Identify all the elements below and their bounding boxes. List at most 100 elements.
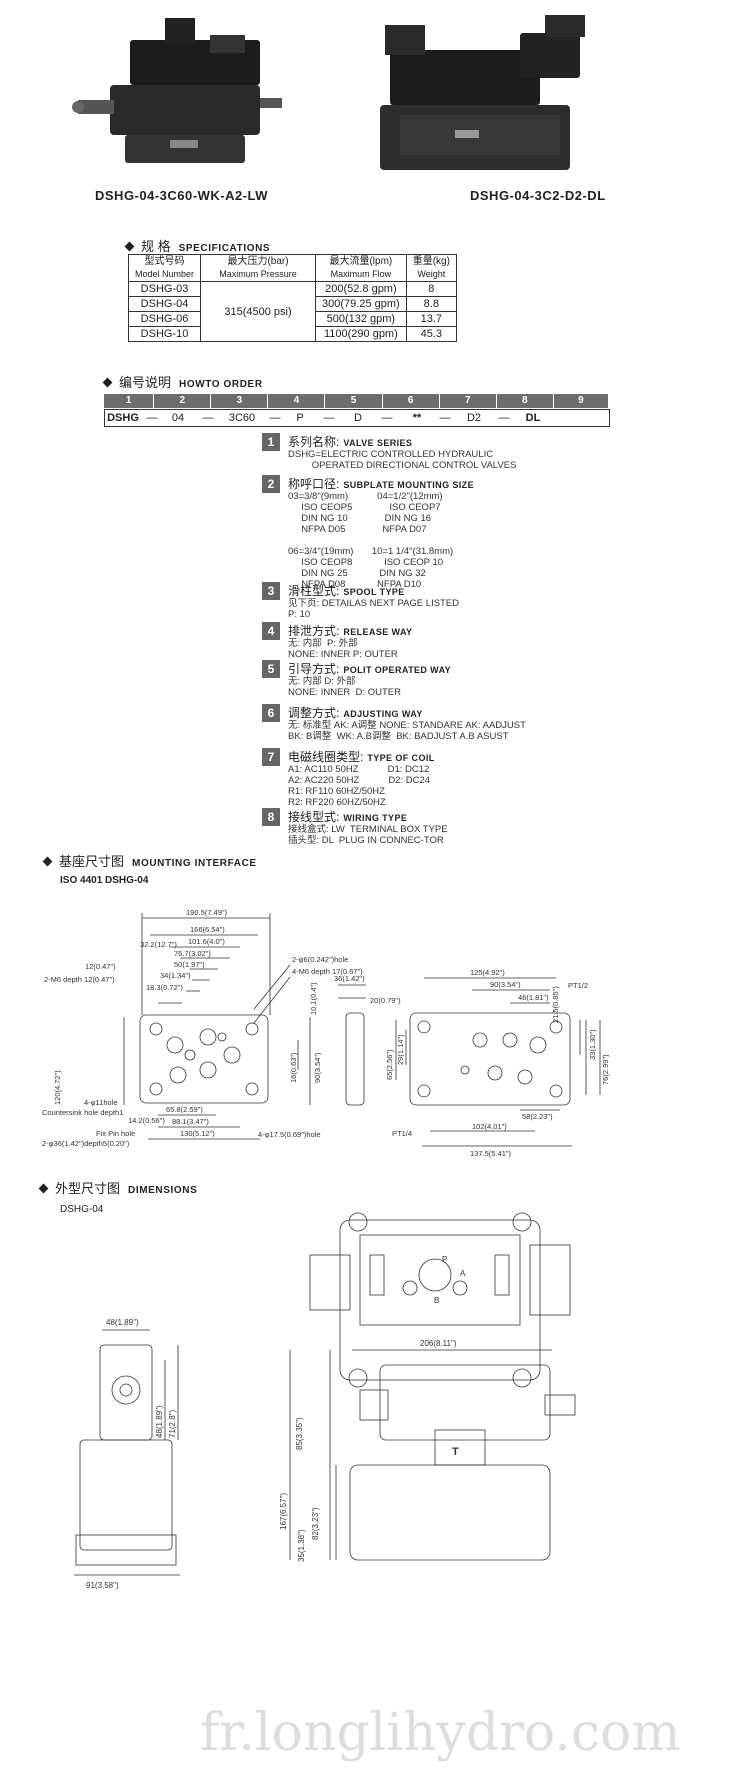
cell-weight: 8	[405, 281, 457, 297]
order-dash: —	[146, 412, 158, 424]
item-title: 引导方式:POLIT OPERATED WAY	[288, 660, 451, 677]
order-dash: —	[323, 412, 335, 424]
port-label: A	[460, 1269, 466, 1278]
order-num: 1	[104, 394, 155, 408]
item-number-badge: 5	[262, 660, 280, 678]
order-num: 9	[578, 395, 584, 406]
cell-model: DSHG-06	[127, 311, 202, 327]
dim-label: 4-M6 depth 17(0.67")	[292, 967, 363, 976]
dim-label: 76.7(3.02")	[174, 949, 211, 958]
mounting-heading-en: MOUNTING INTERFACE	[132, 858, 257, 869]
item-title: 滑柱型式:SPOOL TYPE	[288, 582, 405, 599]
cell-flow: 500(132 gpm)	[315, 311, 407, 327]
item-title-cn: 排泄方式:	[288, 624, 340, 638]
dim-label: 36(1.42")	[334, 974, 365, 983]
item-number-badge: 7	[262, 748, 280, 766]
diamond-bullet-icon	[38, 1183, 49, 1194]
mounting-subtitle: ISO 4401 DSHG-04	[60, 875, 149, 886]
order-num: 7	[440, 394, 497, 408]
order-number-bar: 1 2 3 4 5 6 7 8 9	[104, 394, 608, 408]
dim-label: 16(0.63")	[289, 1052, 298, 1083]
diamond-bullet-icon	[102, 377, 113, 388]
order-dash: —	[269, 412, 281, 424]
cell-model: DSHG-10	[127, 326, 202, 342]
cell-pressure: 315(4500 psi)	[200, 281, 317, 342]
item-body: 接线盒式: LW TERMINAL BOX TYPE 插头型: DL PLUG …	[288, 824, 448, 846]
cell-flow: 200(52.8 gpm)	[315, 281, 407, 297]
item-body: A1: AC110 50HZ D1: DC12 A2: AC220 50HZ D…	[288, 764, 431, 808]
dim-label: 167(6.57")	[279, 1493, 288, 1530]
order-code: D2	[466, 412, 482, 424]
valve-photo-dl	[380, 15, 585, 170]
order-dash: —	[202, 412, 214, 424]
dimensions-subtitle: DSHG-04	[60, 1204, 104, 1215]
item-title-cn: 引导方式:	[288, 662, 340, 676]
dim-label: 21.5(0.85")	[551, 986, 560, 1023]
col-weight: 重量(kg)Weight	[405, 254, 457, 282]
dim-label: 76(2.99")	[601, 1054, 610, 1085]
dim-label: 50(1.97")	[174, 960, 205, 969]
dim-label: 29(1.14")	[396, 1034, 405, 1065]
order-heading-en: HOWTO ORDER	[179, 379, 263, 390]
order-dash: —	[498, 412, 510, 424]
order-num: 8	[497, 394, 554, 408]
dim-label: 65.8(2.59")	[166, 1105, 203, 1114]
order-dash: —	[439, 412, 451, 424]
mounting-heading-cn: 基座尺寸图	[59, 854, 125, 869]
dim-label: 91(3.58")	[86, 1581, 119, 1590]
order-heading-cn: 编号说明	[119, 375, 172, 390]
dim-label: 4-φ11hole	[84, 1098, 118, 1107]
col-weight-cn: 重量(kg)	[412, 256, 450, 267]
col-pressure-en: Maximum Pressure	[219, 269, 297, 279]
dimensions-heading-cn: 外型尺寸图	[55, 1181, 121, 1196]
dim-label: 20(0.79")	[370, 996, 401, 1005]
cell-model: DSHG-04	[127, 296, 202, 312]
dim-label: 71(2.8")	[168, 1409, 177, 1438]
dim-label: 34(1.34")	[160, 971, 191, 980]
table-row: DSHG-10 1100(290 gpm) 45.3	[127, 326, 457, 342]
dim-label: 120(4.72")	[53, 1070, 62, 1105]
dim-label: 48(1.89")	[106, 1318, 139, 1327]
dim-label: 2-φ6(0.242")hole	[292, 955, 348, 964]
dim-label: 90(3.54")	[490, 980, 521, 989]
port-label: B	[434, 1296, 439, 1305]
item-title: 称呼口径:SUBPLATE MOUNTING SIZE	[288, 475, 474, 492]
order-code: 3C60	[228, 412, 256, 424]
order-code: **	[412, 412, 422, 424]
item-title: 电磁线圈类型:TYPE OF COIL	[288, 748, 435, 765]
dim-label: 46(1.81")	[518, 993, 549, 1002]
cell-weight: 45.3	[405, 326, 457, 342]
item-body: 见下页: DETAILAS NEXT PAGE LISTED P: 10	[288, 598, 460, 620]
order-heading: 编号说明 HOWTO ORDER	[102, 372, 263, 391]
item-title: 接线型式:WIRING TYPE	[288, 808, 407, 825]
watermark: fr.longlihydro.com	[200, 1703, 681, 1763]
order-code: DSHG	[107, 412, 139, 424]
item-body: 无: 标准型 AK: A调整 NONE: STANDARE AK: AADJUS…	[288, 720, 526, 742]
dim-label: 85(3.35")	[295, 1417, 304, 1450]
item-title-en: RELEASE WAY	[343, 627, 413, 637]
dim-label: 14.2(0.56")	[128, 1116, 165, 1125]
cell-model: DSHG-03	[127, 281, 202, 297]
dim-label: 90(3.54")	[313, 1052, 322, 1083]
item-number-badge: 3	[262, 582, 280, 600]
item-title: 调整方式:ADJUSTING WAY	[288, 704, 423, 721]
port-label: P	[442, 1255, 447, 1264]
dim-label: 82(3.23")	[311, 1507, 320, 1540]
dim-label: Countersink hole depth1	[42, 1108, 123, 1117]
table-row: DSHG-04 300(79.25 gpm) 8.8	[127, 296, 457, 312]
item-body: DSHG=ELECTRIC CONTROLLED HYDRAULIC OPERA…	[288, 449, 517, 471]
cell-flow: 300(79.25 gpm)	[315, 296, 407, 312]
table-row: DSHG-03 315(4500 psi) 200(52.8 gpm) 8	[127, 281, 457, 342]
item-title-en: VALVE SERIES	[343, 438, 413, 448]
item-number-badge: 6	[262, 704, 280, 722]
item-title-cn: 电磁线圈类型:	[288, 750, 364, 764]
diamond-bullet-icon	[124, 241, 135, 252]
order-num: 4	[268, 394, 326, 408]
item-title-cn: 称呼口径:	[288, 477, 340, 491]
cell-flow: 1100(290 gpm)	[315, 326, 407, 342]
item-body: 无: 内部 P: 外部 NONE: INNER P: OUTER	[288, 638, 398, 660]
item-title-en: SUBPLATE MOUNTING SIZE	[343, 480, 474, 490]
